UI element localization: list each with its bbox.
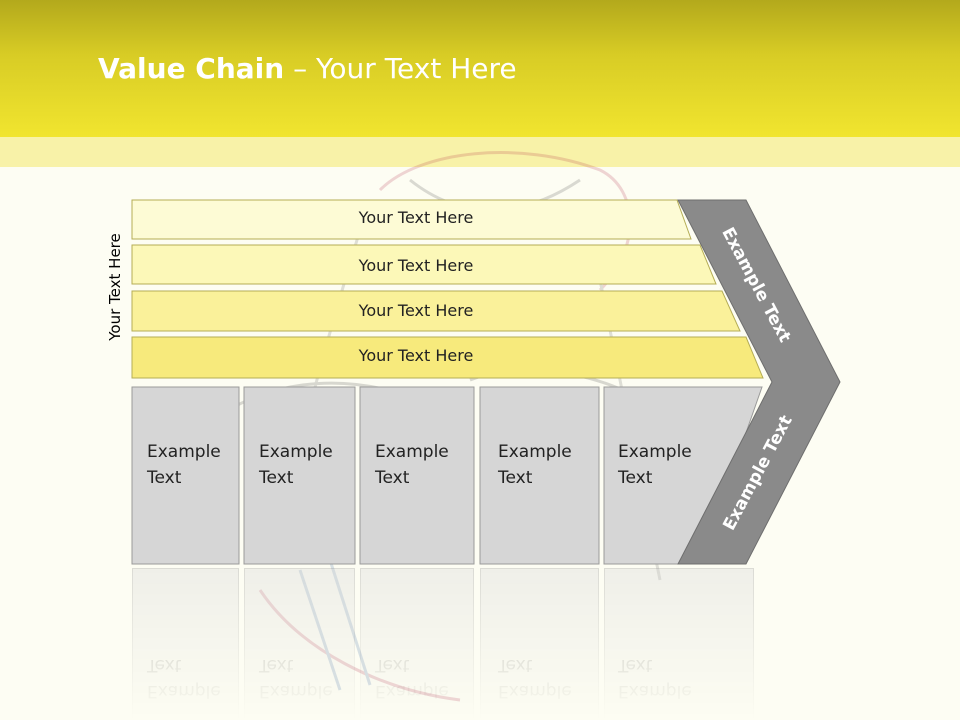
reflection-box-4-line1: Example [498,681,572,701]
title-bar [0,0,960,137]
reflection-box-5-label: Example Text [618,652,718,704]
activity-box-4-line2: Text [498,468,533,488]
support-bar-2-label: Your Text Here [358,256,474,275]
diagram-reflection: Example Text Example Text Example Text E… [0,564,960,720]
activity-box-2-line2: Text [259,468,294,488]
reflection-box-3-label: Example Text [375,652,475,704]
support-bar-3 [131,290,741,332]
activity-box-1 [131,386,240,565]
slide-title-rest: – Your Text Here [284,52,517,85]
slide-title-bold: Value Chain [98,52,285,85]
activity-box-3 [359,386,475,565]
support-bar-4 [131,336,764,379]
reflection-box-2-line2: Text [259,655,294,675]
reflection-box-4-line2: Text [498,655,533,675]
support-bar-4-label: Your Text Here [358,346,474,365]
margin-chevron [677,199,841,565]
support-bar-1 [131,199,692,240]
reflection-box-1-line1: Example [147,681,221,701]
reflection-box-4-label: Example Text [498,652,598,704]
activity-box-4-label: Example Text [498,439,598,491]
slide-title: Value Chain – Your Text Here [98,52,517,85]
reflection-box-5-line2: Text [618,655,653,675]
activity-box-5-line2: Text [618,468,653,488]
reflection-box-2-label: Example Text [259,652,359,704]
title-band [0,137,960,167]
reflection-box-5-line1: Example [618,681,692,701]
support-bar-3-label: Your Text Here [358,301,474,320]
activity-box-2 [243,386,356,565]
activity-box-3-line2: Text [375,468,410,488]
reflection-content: Example Text Example Text Example Text E… [0,564,960,720]
activity-box-2-label: Example Text [259,439,359,491]
activity-box-5-line1: Example [618,442,692,462]
activity-box-3-label: Example Text [375,439,475,491]
activity-box-1-label: Example Text [147,439,247,491]
activity-box-4 [479,386,600,565]
activity-box-1-line2: Text [147,468,182,488]
reflection-box-2-line1: Example [259,681,333,701]
activity-box-5-label: Example Text [618,439,718,491]
reflection-box-3-line1: Example [375,681,449,701]
reflection-box-3-line2: Text [375,655,410,675]
support-bar-2 [131,244,717,285]
support-bar-1-label: Your Text Here [358,208,474,227]
reflection-box-1-line2: Text [147,655,182,675]
reflection-box-1-label: Example Text [147,652,247,704]
activity-box-1-line1: Example [147,442,221,462]
activity-box-4-line1: Example [498,442,572,462]
activity-box-2-line1: Example [259,442,333,462]
activity-box-3-line1: Example [375,442,449,462]
